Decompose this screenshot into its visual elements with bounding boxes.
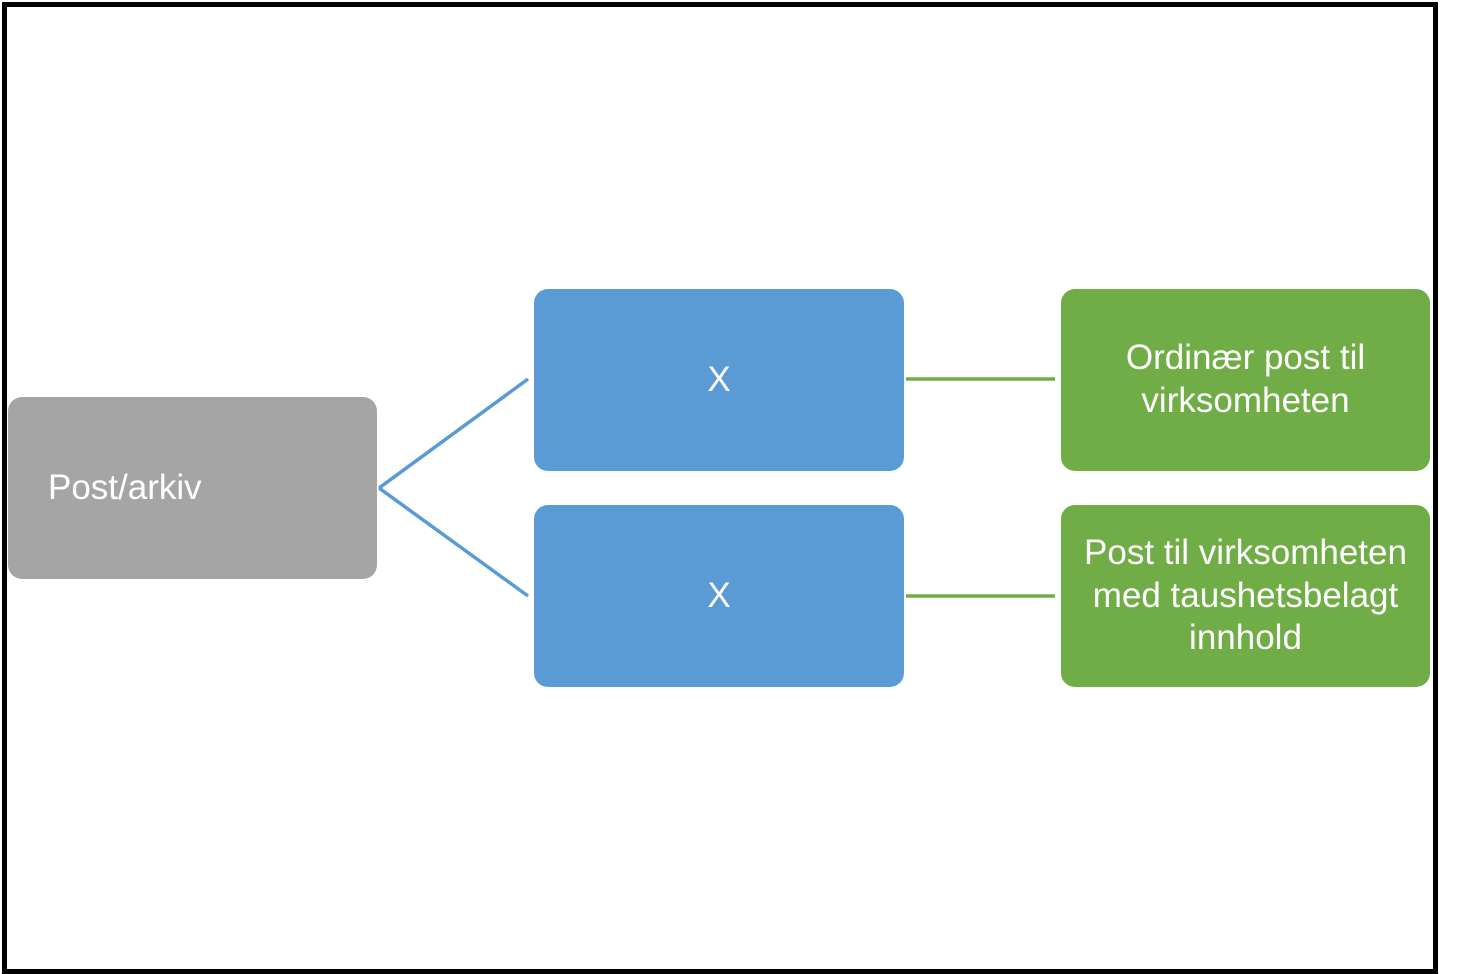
leaf-node-taushetsbelagt-post: Post til virksomheten med taushetsbelagt… xyxy=(1061,505,1430,687)
leaf-node-1-label: Ordinær post til virksomheten xyxy=(1125,338,1366,420)
connector-root-to-branch-2 xyxy=(377,486,530,598)
root-node-label: Post/arkiv xyxy=(48,467,202,507)
leaf-node-ordinaer-post: Ordinær post til virksomheten xyxy=(1061,289,1430,471)
leaf-node-2-label: Post til virksomheten med taushetsbelagt… xyxy=(1084,532,1407,658)
branch-node-2: X xyxy=(534,505,904,687)
connector-root-to-branch-1 xyxy=(377,377,530,490)
branch-node-1-label: X xyxy=(707,359,731,399)
branch-node-2-label: X xyxy=(707,575,731,615)
root-node-post-arkiv: Post/arkiv xyxy=(8,397,377,579)
branch-node-1: X xyxy=(534,289,904,471)
